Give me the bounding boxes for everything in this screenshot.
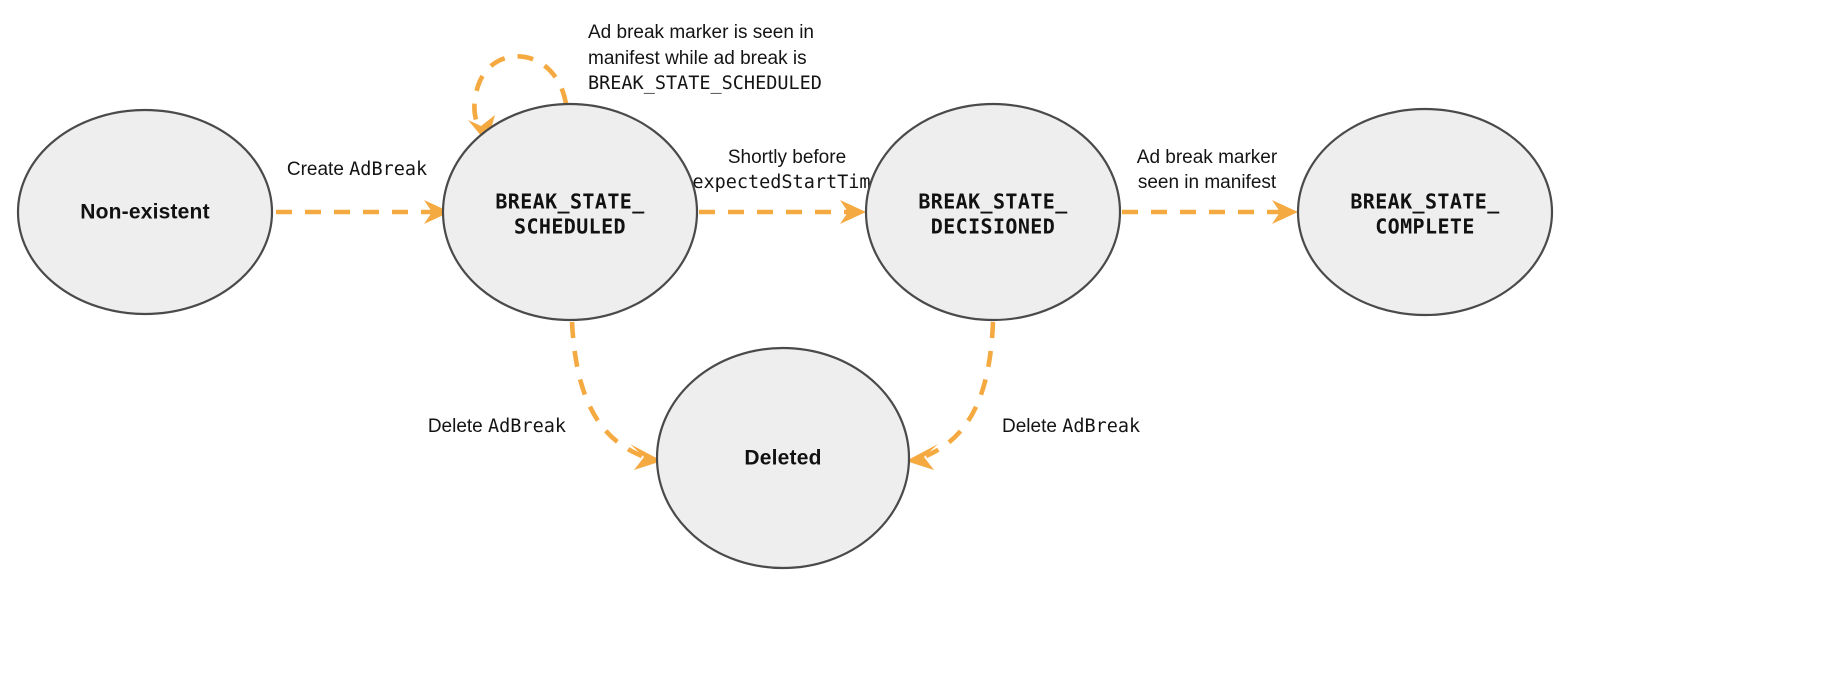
edge-self-loop-label-line2: manifest while ad break is bbox=[588, 48, 807, 69]
edge-create-adbreak-label: Create AdBreak bbox=[287, 159, 427, 180]
edge-marker-seen-in-manifest: Ad break marker seen in manifest bbox=[1122, 147, 1298, 224]
edge-delete-adbreak-left: Delete AdBreak bbox=[428, 321, 662, 470]
edge-delete-left-line bbox=[569, 321, 643, 459]
edge-delete-right-label-sans: Delete bbox=[1002, 416, 1062, 437]
node-break-state-scheduled[interactable]: BREAK_STATE_ SCHEDULED bbox=[441, 102, 699, 322]
node-break-state-complete-shape[interactable] bbox=[1296, 107, 1554, 317]
edge-shortly-before-label-line1: Shortly before bbox=[728, 147, 846, 168]
edge-marker-seen-label-line2: seen in manifest bbox=[1138, 172, 1277, 193]
edge-self-loop-label-line1: Ad break marker is seen in bbox=[588, 22, 814, 43]
node-break-state-decisioned[interactable]: BREAK_STATE_ DECISIONED bbox=[864, 102, 1122, 322]
edge-delete-adbreak-right: Delete AdBreak bbox=[906, 321, 1140, 470]
edge-delete-left-arrowhead bbox=[630, 444, 662, 470]
node-deleted-shape[interactable] bbox=[655, 346, 911, 570]
node-break-state-scheduled-label-line2: SCHEDULED bbox=[514, 215, 626, 239]
edge-delete-right-line bbox=[925, 321, 996, 459]
edge-shortly-before: Shortly before expectedStartTime bbox=[692, 147, 882, 224]
node-break-state-decisioned-label-line2: DECISIONED bbox=[931, 215, 1055, 239]
edge-marker-seen-arrowhead bbox=[1272, 200, 1298, 224]
edge-create-adbreak-arrowhead bbox=[424, 200, 450, 224]
edge-shortly-before-label-line2: expectedStartTime bbox=[692, 172, 881, 193]
node-non-existent-label: Non-existent bbox=[80, 201, 210, 224]
edge-self-loop-line bbox=[472, 54, 569, 132]
node-deleted-label: Deleted bbox=[744, 447, 821, 470]
edge-create-adbreak-label-mono: AdBreak bbox=[349, 159, 427, 180]
node-non-existent[interactable]: Non-existent bbox=[16, 108, 274, 316]
edge-create-adbreak: Create AdBreak bbox=[276, 159, 450, 224]
edge-delete-right-label: Delete AdBreak bbox=[1002, 416, 1140, 437]
node-deleted[interactable]: Deleted bbox=[655, 346, 911, 570]
node-break-state-complete-label-line2: COMPLETE bbox=[1375, 215, 1475, 239]
edge-create-adbreak-label-sans: Create bbox=[287, 159, 349, 180]
edge-delete-left-label: Delete AdBreak bbox=[428, 416, 566, 437]
edge-delete-right-arrowhead bbox=[906, 444, 938, 470]
edge-delete-left-label-mono: AdBreak bbox=[488, 416, 566, 437]
edge-self-loop-label-line3: BREAK_STATE_SCHEDULED bbox=[588, 73, 822, 94]
node-non-existent-shape[interactable] bbox=[16, 108, 274, 316]
node-break-state-complete-label-line1: BREAK_STATE_ bbox=[1350, 190, 1500, 214]
edge-marker-seen-label-line1: Ad break marker bbox=[1137, 147, 1278, 168]
edge-ad-break-marker-self-loop: Ad break marker is seen in manifest whil… bbox=[468, 22, 822, 143]
node-break-state-decisioned-label-line1: BREAK_STATE_ bbox=[918, 190, 1068, 214]
edge-shortly-before-arrowhead bbox=[840, 200, 866, 224]
edge-delete-right-label-mono: AdBreak bbox=[1062, 416, 1140, 437]
node-break-state-decisioned-shape[interactable] bbox=[864, 102, 1122, 322]
node-break-state-scheduled-label-line1: BREAK_STATE_ bbox=[495, 190, 645, 214]
node-break-state-complete[interactable]: BREAK_STATE_ COMPLETE bbox=[1296, 107, 1554, 317]
node-break-state-scheduled-shape[interactable] bbox=[441, 102, 699, 322]
edge-delete-left-label-sans: Delete bbox=[428, 416, 488, 437]
